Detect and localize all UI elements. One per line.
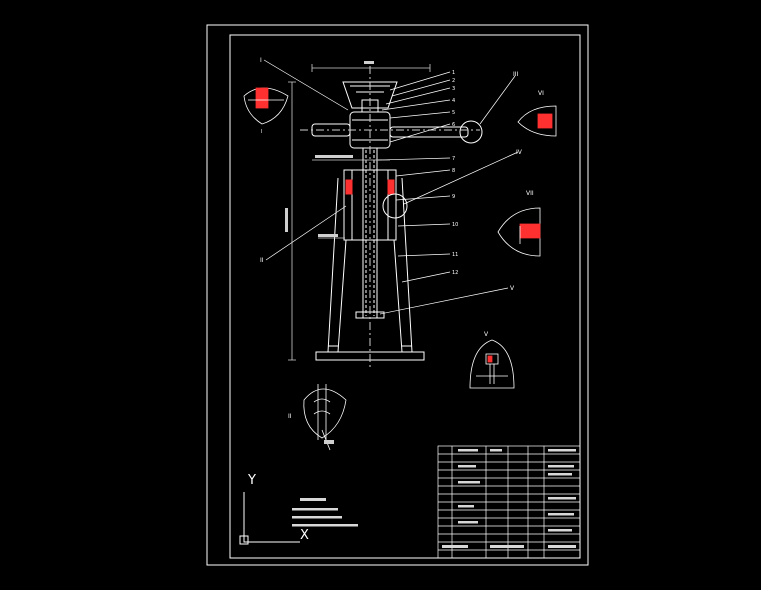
detail-view-VII [497,207,541,257]
jack-assembly [300,66,483,370]
title-block-text [442,449,576,548]
detail-labels: I II III IV V VI VII V II [260,57,544,420]
part-number: 7 [452,156,455,162]
detail-circle-IV [382,193,408,219]
housing-inner [337,239,403,353]
detail-label-VII: VII [526,190,534,197]
dimension-text [285,61,374,237]
part-number: 6 [452,122,455,128]
detail-circle-III [459,120,483,144]
part-number: 9 [452,194,455,200]
detail-view-I: I [243,87,289,135]
detail-label-II: II [260,257,264,264]
dim-text-mid [318,234,338,237]
drawing-number [442,545,468,548]
handle-bar-right [389,126,469,138]
notes-line-2 [292,516,342,519]
part-number-labels: 1 2 3 4 5 6 7 8 9 10 11 12 [452,70,458,276]
technical-notes [292,498,358,527]
notes-heading [300,498,326,501]
detail-label-IV: IV [516,149,523,156]
ucs-axis-icon [239,492,300,545]
dim-text-sleeve [315,155,353,158]
dim-text-height [285,208,288,232]
detail-label-V: V [510,285,515,292]
school-name [548,545,576,548]
detail-view-II [303,384,347,451]
svg-text:I: I [261,129,262,135]
leader-V [379,287,509,315]
part-number: 10 [452,222,458,228]
housing-outer [327,177,413,353]
detail-label-I: I [260,57,262,64]
leader-IV [403,151,519,205]
top-saddle [342,81,398,109]
leader-I [263,59,349,111]
outer-sheet-border [206,24,589,566]
hatch-seal-right [387,179,395,195]
detail-label-VI: VI [538,90,544,97]
part-number: 12 [452,270,458,276]
dimensions [288,64,431,361]
detail-label-II-view: II [288,413,292,420]
hatch-seal-left [345,179,353,195]
detail-view-VI [517,105,557,137]
part-number: 2 [452,78,455,84]
part-number: 4 [452,98,455,104]
detail-label-III: III [513,71,519,78]
detail-view-V [469,339,515,389]
title-block [437,445,581,559]
drawing-title [490,545,524,548]
axis-label-x: X [300,528,309,543]
base-plate [315,351,425,361]
part-number: 3 [452,86,455,92]
dim-text-top [364,61,374,64]
axis-label-y: Y [247,473,256,488]
part-number: 1 [452,70,455,76]
part-number: 11 [452,252,458,258]
detail-label-V-view: V [484,331,489,338]
part-leaders [263,59,519,315]
inner-sheet-border [229,34,581,559]
part-number: 5 [452,110,455,116]
notes-line-3 [292,524,358,527]
leader-III [479,75,516,125]
notes-line-1 [292,508,338,511]
leader-II [265,205,347,261]
part-number: 8 [452,168,455,174]
